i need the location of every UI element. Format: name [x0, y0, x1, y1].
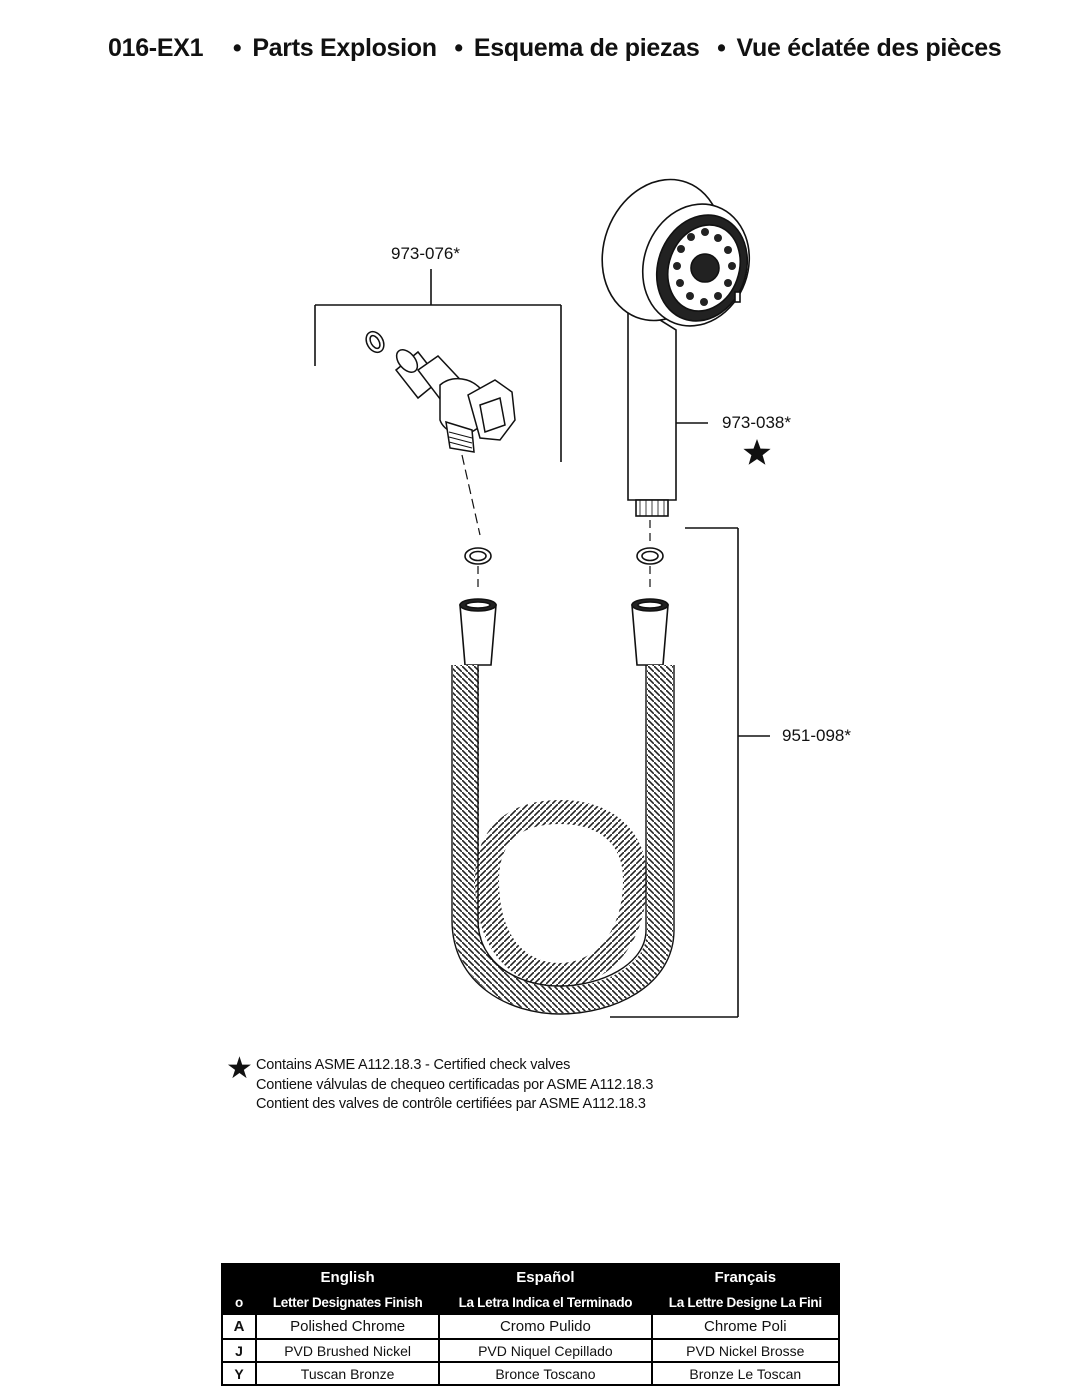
bracket-951-098: [610, 527, 770, 1018]
finish-french: PVD Nickel Brosse: [650, 1338, 841, 1363]
subheader-english: Letter Designates Finish: [254, 1289, 441, 1315]
part-label-951-098: 951-098*: [782, 726, 851, 745]
finish-english: Tuscan Bronze: [254, 1361, 441, 1386]
finish-letter: J: [221, 1338, 257, 1363]
finish-french: Chrome Poli: [650, 1313, 841, 1340]
hand-shower-icon: [601, 178, 751, 517]
connection-dashline-left: [461, 454, 481, 536]
table-row: Y Tuscan Bronze Bronce Toscano Bronze Le…: [221, 1361, 841, 1386]
header-spanish: Español: [438, 1263, 653, 1291]
title-english: Parts Explosion: [252, 34, 437, 62]
note-spanish: Contiene válvulas de chequeo certificada…: [256, 1076, 654, 1093]
subheader-spanish: La Letra Indica el Terminado: [438, 1289, 653, 1315]
header-english: English: [254, 1263, 441, 1291]
subheader-french: La Lettre Designe La Fini: [650, 1289, 841, 1315]
finish-letter: A: [221, 1313, 257, 1340]
finish-table: English Español Français o Letter Design…: [221, 1263, 841, 1386]
title-separator: •: [454, 34, 463, 62]
finish-spanish: Cromo Pulido: [438, 1313, 653, 1340]
hose-icon: [451, 598, 675, 1015]
bracket-973-076: [314, 269, 562, 462]
note-english: Contains ASME A112.18.3 - Certified chec…: [256, 1057, 571, 1073]
finish-spanish: PVD Niquel Cepillado: [438, 1338, 653, 1363]
page-title: 016-EX1 • Parts Explosion • Esquema de pie…: [108, 34, 1002, 63]
washer-right-icon: [636, 547, 664, 565]
table-corner: [221, 1263, 257, 1291]
finish-french: Bronze Le Toscan: [650, 1361, 841, 1386]
finish-english: Polished Chrome: [254, 1313, 441, 1340]
header-french: Français: [650, 1263, 841, 1291]
washer-left-icon: [464, 547, 492, 565]
part-label-973-076: 973-076*: [391, 244, 460, 263]
finish-letter: Y: [221, 1361, 257, 1386]
model-code: 016-EX1: [108, 34, 204, 62]
finish-symbol-icon: o: [221, 1289, 257, 1315]
title-spanish: Esquema de piezas: [473, 34, 700, 62]
table-row: A Polished Chrome Cromo Pulido Chrome Po…: [221, 1313, 841, 1340]
title-separator: •: [717, 34, 726, 62]
parts-diagram: 973-076* 973-038* 951-098*: [314, 178, 851, 1018]
table-row: J PVD Brushed Nickel PVD Niquel Cepillad…: [221, 1338, 841, 1363]
star-icon: ★: [226, 1052, 253, 1085]
part-label-973-038: 973-038*: [722, 413, 791, 432]
finish-english: PVD Brushed Nickel: [254, 1338, 441, 1363]
wall-bracket-icon: [365, 330, 516, 453]
finish-spanish: Bronce Toscano: [438, 1361, 653, 1386]
title-separator: •: [232, 34, 242, 62]
title-french: Vue éclatée des pièces: [736, 34, 1002, 62]
note-french: Contient des valves de contrôle certifié…: [256, 1096, 646, 1112]
check-valve-star-icon: [743, 439, 771, 465]
